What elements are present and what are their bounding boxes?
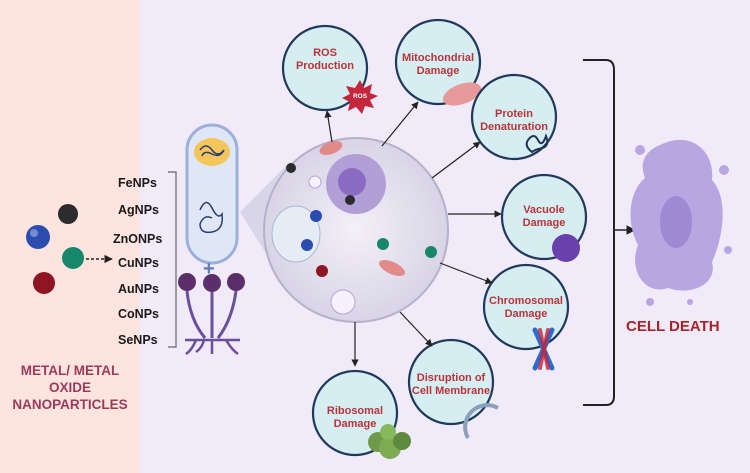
np-label-znonps: ZnONPs: [113, 232, 163, 246]
vacuole-icon: [552, 234, 580, 262]
outcome-bracket: [583, 59, 615, 406]
plus-sign: +: [203, 258, 215, 280]
mitochondrion-icon: [442, 82, 482, 106]
bubble-membrane: [407, 338, 499, 439]
cell-body: [263, 137, 449, 323]
fungus-icon: [178, 273, 245, 356]
bubble-ros: [281, 24, 378, 114]
np-label-agnps: AgNPs: [118, 203, 159, 217]
ribosome-icon: [368, 424, 411, 459]
bubble-mitochondrial: [394, 18, 482, 106]
protein-icon: [525, 133, 549, 154]
bubble-protein: [470, 73, 558, 161]
bacterium-icon: [185, 123, 239, 265]
bubble-vacuole: [500, 173, 588, 262]
bubble-ribosomal: [311, 369, 411, 459]
bubble-chromosomal: [482, 263, 570, 371]
nanoparticle-spheres: [26, 204, 84, 294]
effect-arrows: [324, 101, 502, 367]
np-label-cunps: CuNPs: [118, 256, 159, 270]
np-label-fenps: FeNPs: [118, 176, 157, 190]
dead-cell-icon: [630, 139, 732, 306]
metal-title: METAL/ METAL OXIDE NANOPARTICLES: [0, 362, 140, 413]
np-list-bracket: [168, 171, 177, 348]
np-label-conps: CoNPs: [118, 307, 159, 321]
cell-death-label: CELL DEATH: [626, 318, 720, 335]
left-panel: [0, 0, 140, 473]
membrane-icon: [463, 403, 499, 439]
ros-burst-label: ROS: [352, 93, 368, 100]
np-label-aunps: AuNPs: [118, 282, 159, 296]
ros-burst-icon: [342, 80, 378, 114]
np-label-senps: SeNPs: [118, 333, 158, 347]
metal-title-line2: NANOPARTICLES: [12, 397, 128, 412]
metal-title-line1: METAL/ METAL OXIDE: [20, 363, 120, 395]
